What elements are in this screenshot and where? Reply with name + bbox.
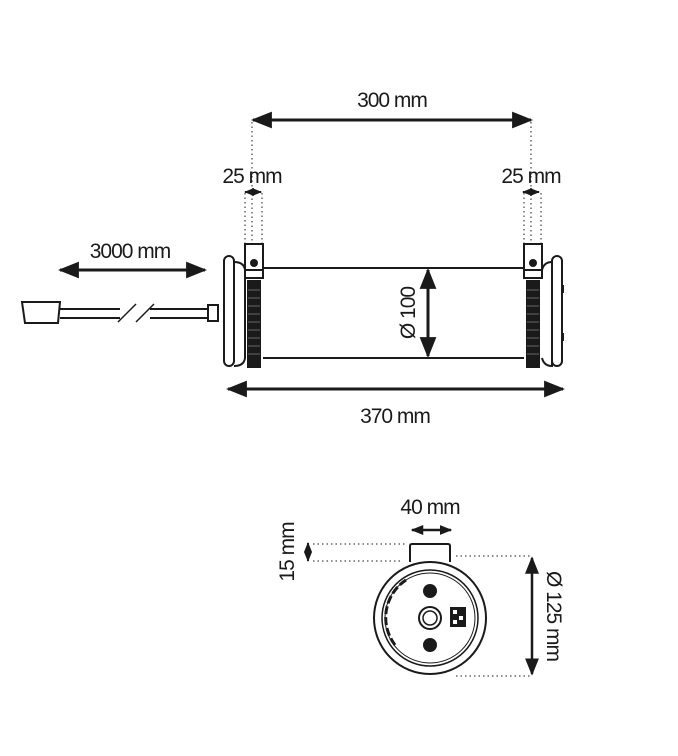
screw-icon <box>423 584 437 598</box>
diameter-dimension: Ø 100 <box>397 267 437 359</box>
plug-icon <box>20 301 62 324</box>
mount-bracket <box>409 543 451 562</box>
bracket-left <box>244 243 264 279</box>
end-cap-right <box>551 255 563 367</box>
cable-entry <box>418 606 442 630</box>
screw-icon <box>423 638 437 652</box>
bracket-width-label: 40 mm <box>400 496 460 519</box>
mount-spacing-dimension: 300 mm <box>250 89 534 245</box>
screw-icon <box>529 259 537 267</box>
total-length-dimension: 370 mm <box>225 380 566 428</box>
cable-length-label: 3000 mm <box>90 240 171 263</box>
total-length-label: 370 mm <box>360 405 430 428</box>
cable-gland <box>207 304 219 322</box>
cable <box>60 300 219 326</box>
end-cap-left <box>223 255 235 367</box>
mount-spacing-label: 300 mm <box>357 89 427 112</box>
bracket-width-dimension: 40 mm <box>400 496 461 535</box>
label-plate-icon <box>450 607 466 627</box>
bracket-right-label: 25 mm <box>501 165 561 188</box>
end-view: 40 mm 15 mm Ø 125 mm <box>276 496 565 677</box>
bracket-left-label: 25 mm <box>222 165 282 188</box>
bracket-right-dimension: 25 mm <box>501 165 562 245</box>
diameter-label: Ø 100 <box>397 287 420 340</box>
bracket-height-dimension: 15 mm <box>276 522 406 582</box>
bracket-height-label: 15 mm <box>276 522 299 582</box>
bracket-left-dimension: 25 mm <box>222 165 283 245</box>
clamp-band-right <box>526 280 540 368</box>
screw-icon <box>250 259 258 267</box>
outer-diameter-dimension: Ø 125 mm <box>456 555 565 677</box>
outer-ring <box>373 561 487 675</box>
side-view: 300 mm 25 mm 25 mm 3000 mm <box>20 89 566 428</box>
outer-diameter-label: Ø 125 mm <box>542 571 565 662</box>
cable-length-dimension: 3000 mm <box>57 240 208 279</box>
bracket-right <box>523 243 543 279</box>
clamp-band-left <box>247 280 261 368</box>
